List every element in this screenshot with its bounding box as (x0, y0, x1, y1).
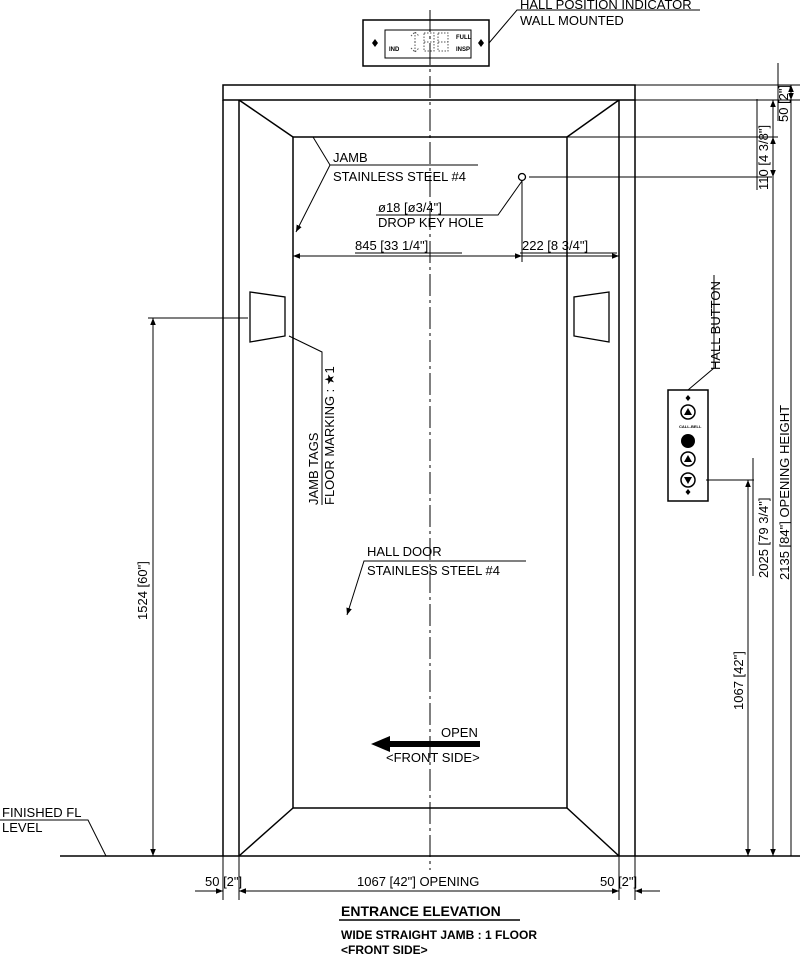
insp-label: INSP (456, 47, 470, 53)
drawing-subtitle-2: <FRONT SIDE> (341, 943, 428, 955)
hall-door-material-label: STAINLESS STEEL #4 (367, 563, 500, 578)
title-block: ENTRANCE ELEVATION WIDE STRAIGHT JAMB : … (339, 903, 537, 955)
level-label: LEVEL (2, 820, 42, 835)
jamb-material-label: STAINLESS STEEL #4 (333, 169, 466, 184)
keyhole-name-label: DROP KEY HOLE (378, 215, 484, 230)
hall-button-label: HALL BUTTON (708, 281, 723, 370)
ind-label: IND (389, 47, 400, 53)
dim-50-right-label: 50 [2"] (600, 874, 637, 889)
dim-50-left-label: 50 [2"] (205, 874, 242, 889)
button-tag-label: CALL-BELL (679, 424, 702, 429)
down-button (680, 472, 696, 488)
finished-floor-callout: FINISHED FL LEVEL (0, 805, 107, 857)
open-front-side-label: <FRONT SIDE> (386, 750, 480, 765)
hall-position-indicator: IND FULL INSP HALL POSITION INDICATOR WA… (362, 0, 700, 67)
dim-222-label: 222 [8 3/4"] (522, 238, 588, 253)
dim-1524-label: 1524 [60"] (135, 561, 150, 620)
jamb-label: JAMB (333, 150, 368, 165)
keyhole-size-label: ø18 [ø3/4"] (378, 200, 442, 215)
finished-fl-label: FINISHED FL (2, 805, 81, 820)
hall-door-label: HALL DOOR (367, 544, 442, 559)
hall-door-callout: HALL DOOR STAINLESS STEEL #4 (346, 544, 526, 616)
dim-2135-label: 2135 [84"] OPENING HEIGHT (777, 405, 792, 580)
bell-button (681, 434, 695, 448)
open-label: OPEN (441, 725, 478, 740)
up-button (680, 404, 696, 420)
dim-2025-label: 2025 [79 3/4"] (756, 497, 771, 578)
hpi-sub-label: WALL MOUNTED (520, 13, 624, 28)
hpi-title-label: HALL POSITION INDICATOR (520, 0, 692, 12)
dim-845 (293, 180, 619, 262)
dim-50-top-label: 50 [2"] (776, 85, 791, 122)
full-label: FULL (456, 35, 472, 41)
jamb-callout: JAMB STAINLESS STEEL #4 (295, 136, 478, 233)
dim-110-label: 110 [4 3/8"] (756, 125, 771, 190)
jamb-tags (249, 291, 610, 343)
dim-1067-horizontal-label: 1067 [42"] OPENING (357, 874, 479, 889)
drop-key-hole: ø18 [ø3/4"] DROP KEY HOLE (376, 172, 772, 230)
right-dimensions (567, 63, 800, 856)
jamb-tags-label: JAMB TAGS (306, 432, 321, 505)
dim-1524 (148, 317, 248, 856)
drawing-title: ENTRANCE ELEVATION (341, 903, 501, 919)
drawing-subtitle-1: WIDE STRAIGHT JAMB : 1 FLOOR (341, 928, 537, 942)
dim-845-label: 845 [33 1/4"] (355, 238, 428, 253)
dim-1067-vertical-label: 1067 [42"] (731, 651, 746, 710)
up-button-2 (680, 451, 696, 467)
floor-marking-label: FLOOR MARKING : ★1 (322, 366, 337, 505)
open-direction-arrow: OPEN <FRONT SIDE> (371, 725, 480, 765)
jamb-tags-callout: JAMB TAGS FLOOR MARKING : ★1 (288, 335, 337, 505)
seven-segment-display (410, 31, 449, 53)
hall-button-panel: CALL-BELL HALL BUTTON (667, 275, 723, 502)
bottom-dimensions (195, 856, 660, 900)
